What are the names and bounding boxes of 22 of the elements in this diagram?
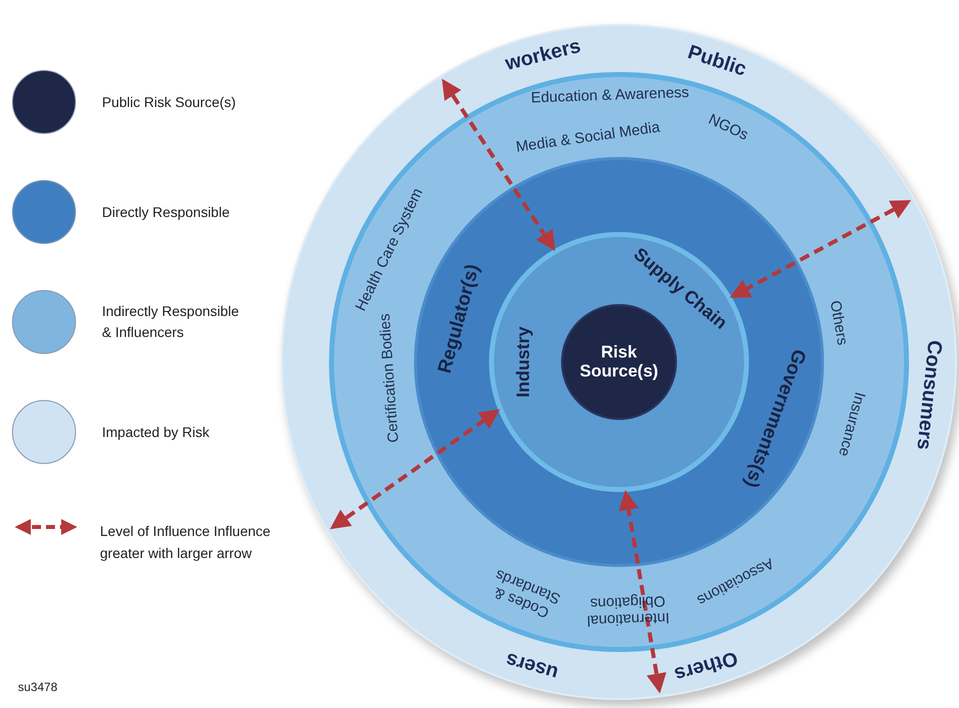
double-arrow (730, 200, 912, 298)
ring-label: Industry (514, 326, 534, 398)
ring-label: Others (672, 646, 740, 686)
ring-label: users (503, 648, 561, 684)
ring-label: Others (826, 300, 850, 348)
ring-label: Consumers (912, 338, 946, 450)
ring-label: International Obligations (585, 592, 670, 628)
ring-label: Certification Bodies (376, 313, 402, 444)
center-label: Risk Source(s) (579, 343, 659, 381)
ring-label: Public (684, 42, 749, 82)
legend-text: Impacted by Risk (102, 422, 210, 442)
double-arrow (442, 78, 556, 252)
legend-text: Indirectly Responsible & Influencers (102, 302, 240, 342)
ring-label: Education & Awareness (530, 85, 690, 108)
double-arrow (330, 409, 500, 530)
double-arrow (618, 490, 666, 694)
ring-label: workers (502, 35, 582, 76)
legend-text: Directly Responsible (102, 202, 231, 222)
legend-text: Level of Influence Influence greater with larger arrow (100, 522, 272, 564)
figure-code: su3478 (18, 680, 58, 694)
legend-text: Public Risk Source(s) (102, 92, 237, 112)
ring-label: Media & Social Media (514, 120, 661, 156)
